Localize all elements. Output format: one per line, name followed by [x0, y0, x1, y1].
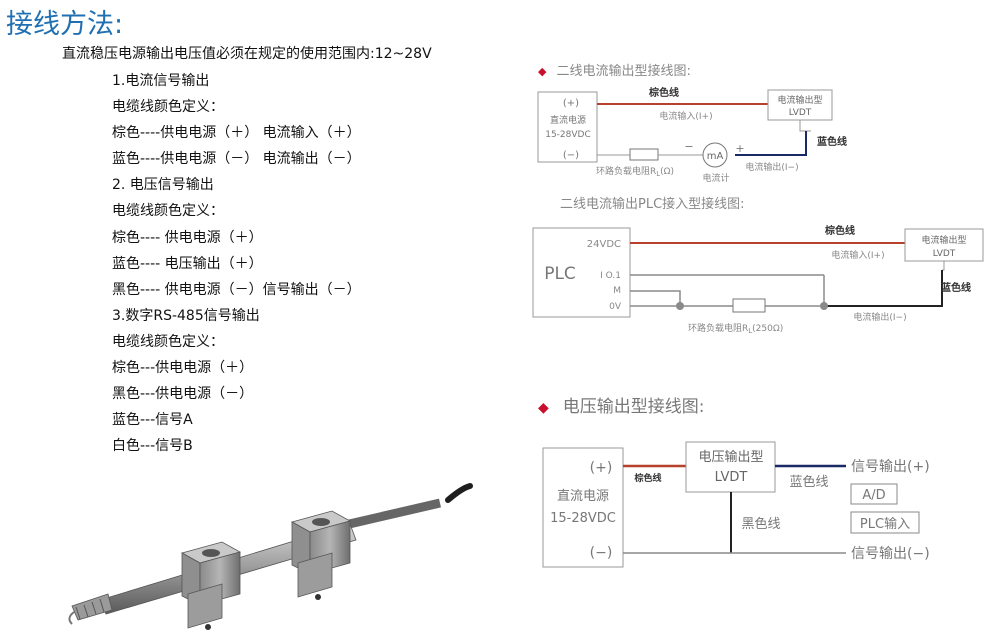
- lvdt-lead: [942, 261, 945, 271]
- definition-line: 3.数字RS-485信号输出: [112, 307, 260, 324]
- diagram3-heading: ◆电压输出型接线图:: [538, 397, 705, 417]
- current-out-label: 电流输出(I−): [745, 161, 798, 173]
- blue-wire-label: 蓝色线: [817, 135, 847, 148]
- blue-wire: [735, 131, 807, 156]
- diagram3-voltage-output: (+) 直流电源 15-28VDC (−) 棕色线 电压输出型 LVDT 蓝色线…: [542, 441, 930, 568]
- resistor-label: 环路负载电阻RL(250Ω): [688, 322, 783, 335]
- plc-24v-terminal: 24VDC: [587, 239, 621, 250]
- definition-line: 棕色---供电电源（＋）: [112, 360, 254, 377]
- mounting-bracket-right: [290, 510, 352, 600]
- current-in-label: 电流输入(I+): [659, 110, 712, 122]
- diagram1-current-output: (+) 直流电源 15-28VDC (−) 棕色线 电流输入(I+) 电流输出型…: [537, 86, 847, 184]
- definition-line: 电缆线颜色定义：: [112, 203, 224, 220]
- plc-box: [532, 227, 631, 318]
- lvdt-name: LVDT: [933, 249, 956, 259]
- plc-input-box: [850, 511, 920, 534]
- sensor-cable: [445, 483, 473, 503]
- supply-plus-label: (+): [590, 460, 613, 476]
- definition-line: 电缆线颜色定义：: [112, 333, 224, 350]
- brown-wire-label: 棕色线: [824, 224, 855, 237]
- blue-wire-label: 蓝色线: [789, 474, 828, 490]
- ammeter-plus: +: [735, 142, 744, 155]
- definition-line: 棕色---- 供电电源（＋）: [112, 229, 263, 246]
- m-wire: [630, 290, 681, 306]
- supply-voltage: 15-28VDC: [545, 130, 591, 140]
- signal-out-plus: 信号输出(+): [851, 459, 930, 475]
- supply-voltage-note: 直流稳压电源输出电压值必须在规定的使用范围内:12~28V: [62, 46, 432, 62]
- supply-minus-label: (−): [563, 150, 579, 161]
- plc-input-label: PLC输入: [860, 516, 910, 532]
- mounting-bracket-left: [180, 541, 242, 630]
- definition-line: 棕色----供电电源（＋） 电流输入（＋）: [112, 125, 361, 142]
- probe-tip: [68, 611, 75, 625]
- diagram2-plc-connection: PLC 24VDC I O.1 M 0V 棕色线 电流输入(I+) 电流输出型 …: [532, 224, 984, 335]
- supply-voltage: 15-28VDC: [550, 511, 616, 526]
- lvdt-name: LVDT: [789, 108, 812, 118]
- brown-wire-label: 棕色线: [648, 86, 679, 99]
- diagram1-heading: ◆二线电流输出型接线图:: [538, 64, 691, 79]
- cable-color-definitions: 1.电流信号输出 电缆线颜色定义： 棕色----供电电源（＋） 电流输入（＋） …: [112, 68, 361, 459]
- plc-input-terminal: I O.1: [600, 271, 621, 281]
- definition-line: 2. 电压信号输出: [112, 177, 214, 194]
- diamond-icon: ◆: [538, 400, 549, 416]
- current-in-label: 电流输入(I+): [831, 249, 884, 261]
- supply-plus-label: (+): [563, 98, 579, 109]
- diagram2-heading: 二线电流输出PLC接入型接线图:: [560, 197, 745, 212]
- brown-wire-label: 棕色线: [633, 472, 661, 484]
- ammeter-minus: −: [684, 140, 693, 153]
- definition-line: 黑色---- 供电电源（－）信号输出（－）: [112, 281, 361, 298]
- page-title: 接线方法:: [6, 9, 124, 40]
- diamond-icon: ◆: [538, 65, 547, 78]
- definition-line: 蓝色----供电电源（－） 电流输出（－）: [112, 151, 361, 168]
- junction-dot: [676, 302, 684, 310]
- lvdt-lead: [799, 120, 811, 132]
- definition-line: 电缆线颜色定义：: [112, 99, 224, 116]
- lvdt-sensor-photo: [68, 483, 473, 630]
- sensor-cable-gland: [343, 498, 442, 530]
- ad-label: A/D: [862, 488, 885, 503]
- ammeter-label: 电流计: [702, 172, 729, 184]
- load-resistor: [629, 148, 659, 161]
- lvdt-name: LVDT: [715, 470, 748, 485]
- resistor-label: 环路负载电阻RL(Ω): [596, 165, 674, 178]
- signal-out-minus: 信号输出(−): [851, 546, 930, 562]
- definition-line: 1.电流信号输出: [112, 73, 210, 89]
- blue-wire-label: 蓝色线: [941, 281, 971, 294]
- ammeter-unit: mA: [707, 151, 724, 162]
- black-wire-label: 黑色线: [741, 516, 780, 532]
- junction-dot: [820, 302, 828, 310]
- lvdt-type: 电压输出型: [698, 449, 763, 465]
- load-resistor: [732, 298, 766, 313]
- ammeter-icon: [702, 142, 728, 168]
- sensor-spring: [71, 593, 113, 621]
- blue-wire: [824, 270, 943, 307]
- lvdt-type: 电流输出型: [921, 234, 966, 246]
- supply-minus-label: (−): [590, 545, 613, 561]
- power-supply-box: [537, 91, 598, 163]
- plc-label: PLC: [544, 264, 576, 284]
- power-supply-box: [542, 447, 624, 568]
- supply-name: 直流电源: [550, 114, 586, 126]
- plc-m-terminal: M: [613, 286, 621, 296]
- ad-box: [850, 483, 898, 505]
- supply-name: 直流电源: [557, 489, 609, 504]
- current-out-label: 电流输出(I−): [853, 311, 906, 323]
- lvdt-type: 电流输出型: [777, 94, 822, 106]
- definition-line: 白色---信号B: [112, 438, 193, 455]
- definition-line: 蓝色---- 电压输出（＋）: [112, 255, 263, 272]
- definition-line: 蓝色---信号A: [112, 412, 193, 429]
- plc-0v-terminal: 0V: [609, 302, 622, 312]
- definition-line: 黑色---供电电源（－）: [112, 386, 254, 403]
